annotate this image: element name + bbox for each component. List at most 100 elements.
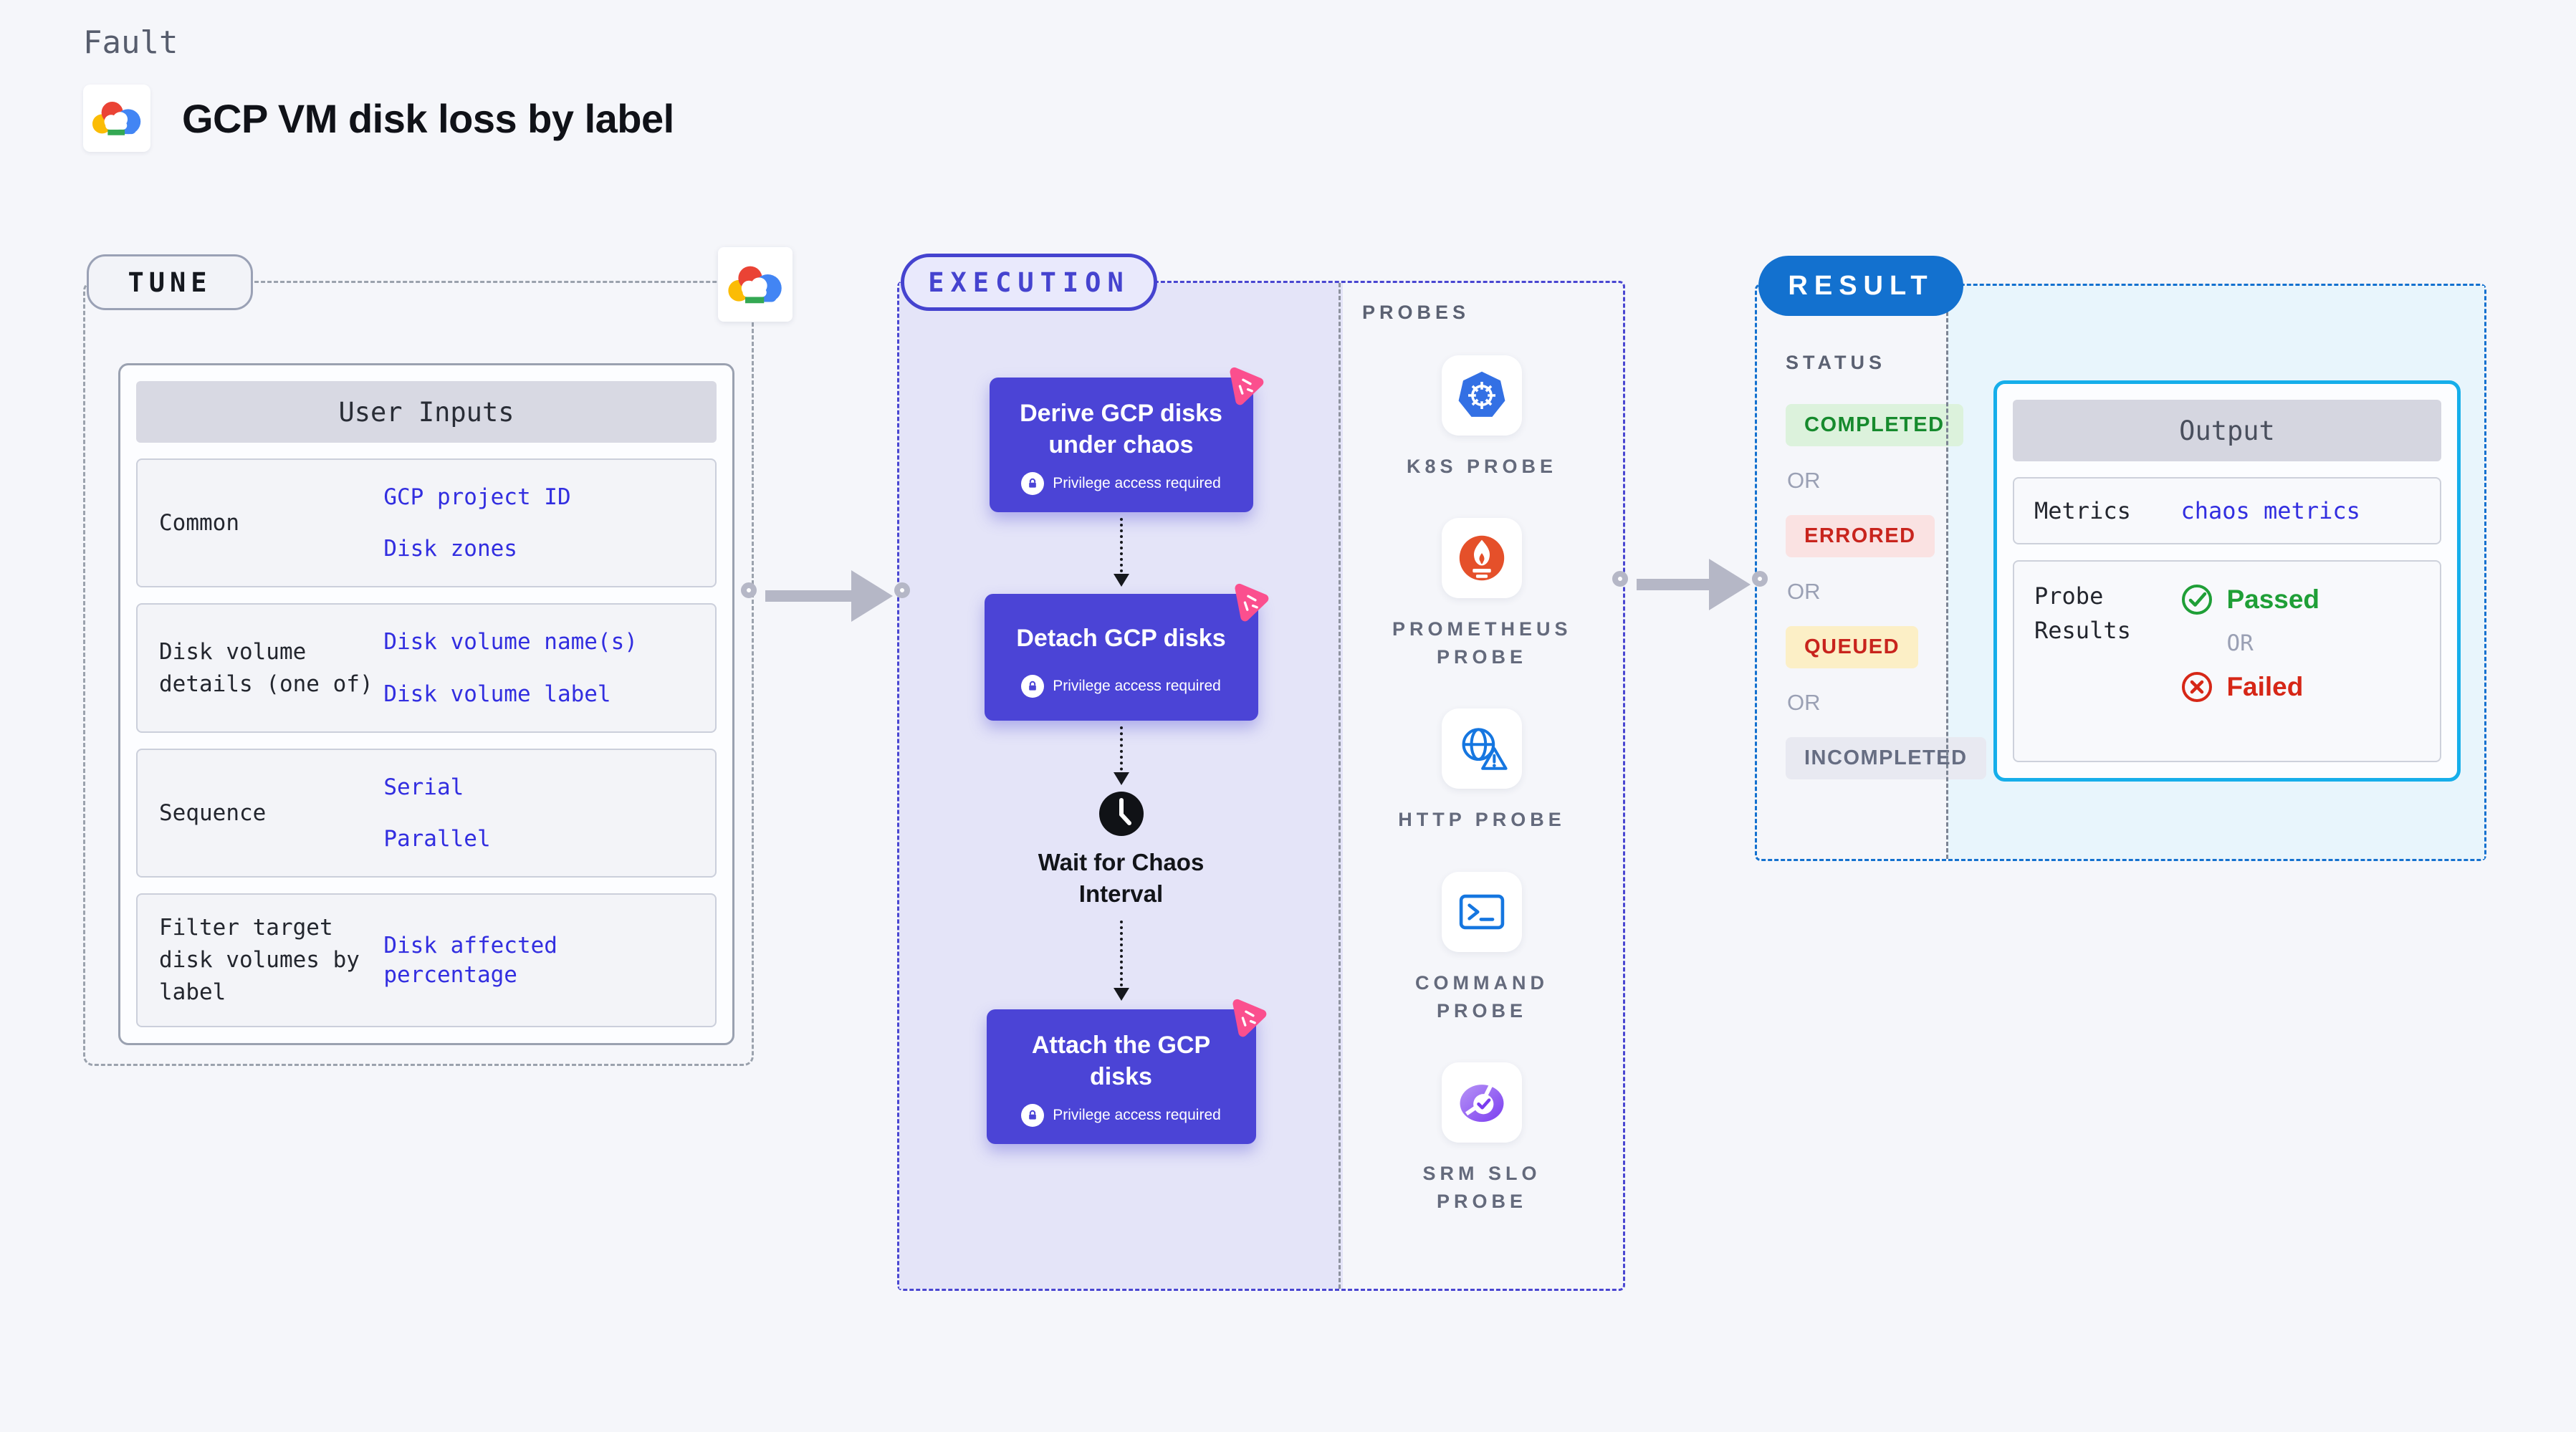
row-value: GCP project ID — [383, 484, 571, 510]
privilege-note-text: Privilege access required — [1053, 475, 1221, 492]
x-circle-icon — [2182, 672, 2213, 702]
lock-icon — [1021, 674, 1045, 698]
status-badge-completed: COMPLETED — [1786, 404, 1963, 446]
status-badge-errored: ERRORED — [1786, 515, 1935, 557]
probe-command: COMMAND PROBE — [1392, 871, 1571, 1025]
row-value: Disk affected percentage — [383, 933, 557, 988]
metrics-row: Metrics chaos metrics — [2013, 477, 2441, 544]
probe-srm-slo: SRM SLO PROBE — [1392, 1062, 1571, 1216]
user-inputs-card: User Inputs Common GCP project ID Disk z… — [118, 363, 734, 1045]
step-title: Attach the GCP disks — [1031, 1031, 1211, 1090]
row-value: Disk zones — [383, 536, 517, 562]
row-label: Filter target disk volumes by label — [159, 915, 360, 1006]
clock-icon — [1098, 791, 1144, 836]
output-card: Output Metrics chaos metrics Probe Resul… — [1993, 380, 2461, 782]
probe-prometheus: PROMETHEUS PROBE — [1392, 518, 1571, 671]
row-value: Disk volume name(s) — [383, 629, 638, 655]
user-inputs-header: User Inputs — [136, 381, 717, 443]
prometheus-icon — [1442, 518, 1522, 599]
gcp-cloud-logo — [83, 85, 150, 152]
title-row: GCP VM disk loss by label — [83, 85, 674, 152]
connector-arrow — [1612, 557, 1768, 612]
execution-badge: EXECUTION — [901, 254, 1157, 311]
result-badge: RESULT — [1758, 256, 1963, 316]
status-badge-queued: QUEUED — [1786, 626, 1919, 668]
table-row: Sequence Serial Parallel — [136, 748, 717, 878]
gcp-corner-logo — [718, 247, 793, 322]
privilege-note: Privilege access required — [1004, 1104, 1239, 1128]
arrow-shaft — [1637, 579, 1710, 590]
row-value: Parallel — [383, 825, 491, 852]
step-derive-gcp-disks: Derive GCP disks under chaos Privilege a… — [989, 367, 1263, 513]
arrow-head — [851, 570, 893, 622]
privilege-note: Privilege access required — [1007, 472, 1236, 496]
arrow-shaft — [765, 590, 853, 602]
chaos-icon — [1229, 367, 1263, 405]
arrow-ring — [741, 582, 757, 598]
failed-line: Failed — [2180, 671, 2319, 703]
or-label: OR — [1787, 468, 1821, 493]
probe-results-row: Probe Results Passed OR — [2013, 560, 2441, 762]
status-heading: STATUS — [1786, 352, 1886, 373]
passed-label: Passed — [2226, 585, 2320, 614]
probe-results-values: Passed OR Failed — [2180, 579, 2319, 703]
arrow-ring — [894, 582, 910, 598]
metrics-label: Metrics — [2034, 497, 2131, 524]
fault-kicker: Fault — [83, 24, 178, 61]
flow-arrow-down — [1113, 518, 1129, 587]
page-title: GCP VM disk loss by label — [182, 95, 674, 141]
probe-label: HTTP PROBE — [1398, 809, 1566, 831]
chaos-icon — [1232, 999, 1266, 1037]
row-values: GCP project ID Disk zones — [383, 483, 694, 564]
passed-line: Passed — [2180, 583, 2319, 616]
tune-badge: TUNE — [87, 254, 253, 310]
wait-step: Wait for Chaos Interval — [1003, 791, 1240, 910]
check-circle-icon — [2182, 585, 2213, 615]
or-label: OR — [2226, 630, 2254, 656]
probe-k8s: K8S PROBE — [1407, 355, 1557, 481]
kubernetes-icon — [1441, 355, 1522, 436]
chaos-icon — [1234, 584, 1268, 622]
gcp-cloud-icon — [92, 102, 141, 135]
probe-results-label: Probe Results — [2034, 582, 2131, 644]
status-badge-incompleted: INCOMPLETED — [1786, 737, 1986, 779]
arrow-head — [1709, 559, 1751, 610]
probes-heading: PROBES — [1362, 302, 1470, 323]
arrow-ring — [1612, 571, 1628, 587]
connector-arrow — [741, 569, 910, 623]
lock-icon — [1021, 472, 1045, 496]
wait-label: Wait for Chaos Interval — [1038, 848, 1205, 908]
result-divider — [1946, 286, 1948, 859]
flow-arrow-down — [1113, 920, 1129, 1001]
privilege-note-text: Privilege access required — [1053, 1107, 1221, 1124]
row-values: Disk volume name(s) Disk volume label — [383, 628, 694, 708]
step-title: Detach GCP disks — [1016, 625, 1226, 653]
metrics-value: chaos metrics — [2180, 497, 2360, 524]
row-label: Disk volume details (one of) — [159, 638, 373, 697]
row-value: Disk volume label — [383, 681, 611, 707]
row-values: Disk affected percentage — [383, 931, 694, 989]
http-globe-icon — [1442, 708, 1522, 789]
flow-arrow-down — [1113, 726, 1129, 785]
probes-panel: PROBES K8S PROBE — [1339, 283, 1623, 1289]
probe-label: COMMAND PROBE — [1415, 971, 1548, 1022]
or-label: OR — [1787, 690, 1821, 715]
probe-list: K8S PROBE PROMETHEUS PROBE — [1341, 355, 1623, 1216]
failed-label: Failed — [2226, 672, 2304, 701]
table-row: Disk volume details (one of) Disk volume… — [136, 603, 717, 733]
step-attach-gcp-disks: Attach the GCP disks Privilege access re… — [986, 999, 1266, 1145]
or-label: OR — [1787, 579, 1821, 604]
privilege-note-text: Privilege access required — [1053, 677, 1221, 694]
step-detach-gcp-disks: Detach GCP disks Privilege access requir… — [984, 584, 1268, 721]
row-value: Serial — [383, 774, 464, 800]
execution-flow: Derive GCP disks under chaos Privilege a… — [899, 283, 1343, 1145]
lock-icon — [1021, 1104, 1045, 1128]
probe-http: HTTP PROBE — [1398, 708, 1566, 834]
result-section: RESULT STATUS COMPLETED OR ERRORED OR QU… — [1755, 256, 2486, 861]
execution-section: EXECUTION Derive GCP disks under chaos — [897, 254, 1625, 1291]
output-header: Output — [2013, 400, 2441, 461]
row-label: Sequence — [159, 799, 267, 826]
probe-label: K8S PROBE — [1406, 456, 1558, 477]
arrow-ring — [1752, 571, 1768, 587]
